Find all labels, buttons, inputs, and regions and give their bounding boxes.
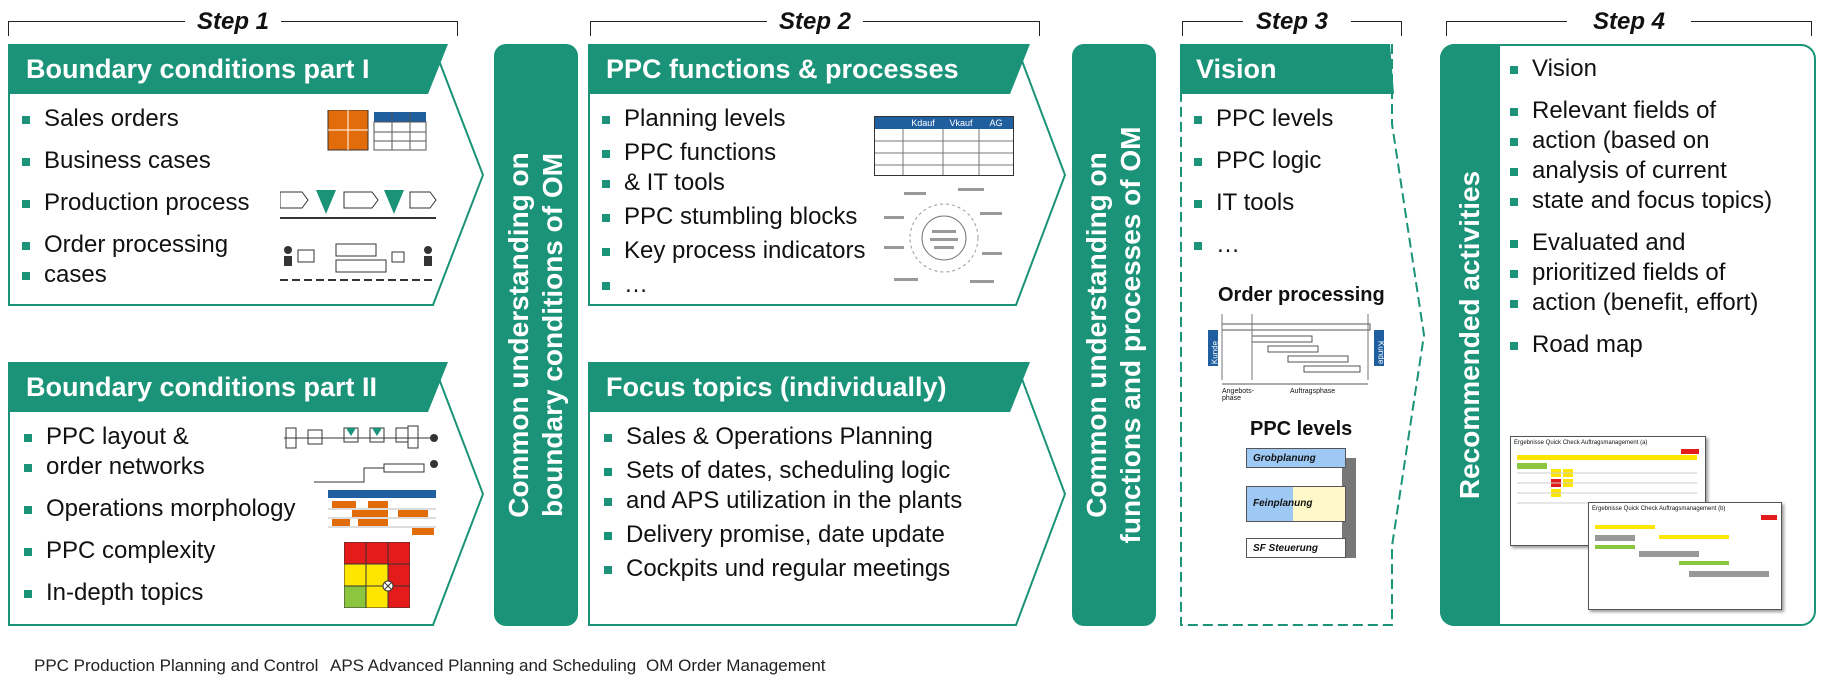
list-item: Evaluated and bbox=[1510, 228, 1772, 258]
list-item: Sets of dates, scheduling logic bbox=[604, 456, 962, 486]
bullet-list: Vision Relevant fields of action (based … bbox=[1510, 54, 1772, 360]
level-sf-steuerung: SF Steuerung bbox=[1246, 538, 1346, 558]
recommended-activities-box: Recommended activities Vision Relevant f… bbox=[1440, 44, 1816, 626]
ppc-levels-diagram: Grobplanung Feinplanung SF Steuerung bbox=[1236, 448, 1366, 568]
box-title: Vision bbox=[1196, 54, 1277, 84]
order-network-icon bbox=[284, 425, 438, 483]
bar-text: Common understanding on functions and pr… bbox=[1081, 126, 1146, 544]
planning-levels-table: Kdauf Vkauf AG bbox=[874, 116, 1014, 176]
level-grobplanung: Grobplanung bbox=[1246, 448, 1346, 468]
focus-topics-box: Focus topics (individually) Sales & Oper… bbox=[588, 362, 1066, 626]
list-item: Operations morphology bbox=[24, 494, 295, 524]
list-item: cases bbox=[22, 260, 249, 290]
ppc-levels-label: PPC levels bbox=[1250, 418, 1353, 440]
list-item: PPC functions bbox=[602, 138, 865, 168]
list-item: PPC stumbling blocks bbox=[602, 202, 865, 232]
list-item: PPC levels bbox=[1194, 104, 1333, 134]
list-item: Sales & Operations Planning bbox=[604, 422, 962, 452]
list-item: Planning levels bbox=[602, 104, 865, 134]
list-item: analysis of current bbox=[1510, 156, 1772, 186]
order-processing-icon bbox=[280, 243, 436, 281]
box-title: PPC functions & processes bbox=[606, 54, 959, 84]
ppc-complexity-matrix-icon bbox=[344, 542, 410, 608]
list-item: … bbox=[1194, 230, 1333, 260]
footnote-aps: APS Advanced Planning and Scheduling bbox=[330, 656, 637, 675]
step-4-label: Step 4 bbox=[1446, 8, 1812, 38]
list-item: Key process indicators bbox=[602, 236, 865, 266]
operations-morphology-icon bbox=[328, 490, 436, 535]
bar-text: Recommended activities bbox=[1454, 170, 1485, 500]
list-item: IT tools bbox=[1194, 188, 1333, 218]
list-item: order networks bbox=[24, 452, 295, 482]
order-processing-gantt-diagram bbox=[1208, 314, 1384, 385]
table-header: Kdauf bbox=[911, 118, 935, 128]
bullet-list: PPC levels PPC logic IT tools … bbox=[1194, 104, 1333, 260]
box-title: Boundary conditions part I bbox=[26, 54, 370, 84]
common-understanding-functions-bar: Common understanding on functions and pr… bbox=[1072, 44, 1156, 626]
list-item: Business cases bbox=[22, 146, 249, 176]
level-feinplanung: Feinplanung bbox=[1247, 487, 1312, 521]
list-item: In-depth topics bbox=[24, 578, 295, 608]
list-item: PPC complexity bbox=[24, 536, 295, 566]
table-header: Vkauf bbox=[949, 118, 973, 128]
sales-orders-matrix-icon bbox=[327, 110, 427, 151]
bullet-list: PPC layout & order networks Operations m… bbox=[24, 422, 295, 608]
box-title: Boundary conditions part II bbox=[26, 372, 378, 402]
list-item: action (benefit, effort) bbox=[1510, 288, 1772, 318]
phase-label: Angebots-phase bbox=[1222, 388, 1254, 402]
boundary-conditions-part-2-box: Boundary conditions part II PPC layout &… bbox=[8, 362, 484, 626]
bullet-list: Planning levels PPC functions & IT tools… bbox=[602, 104, 865, 300]
list-item: Delivery promise, date update bbox=[604, 520, 962, 550]
footnote-om: OM Order Management bbox=[646, 656, 826, 675]
phase-label: Auftragsphase bbox=[1290, 388, 1336, 395]
list-item: PPC logic bbox=[1194, 146, 1333, 176]
stumbling-blocks-circle-diagram bbox=[884, 188, 1002, 283]
list-item: Sales orders bbox=[22, 104, 249, 134]
list-item: Road map bbox=[1510, 330, 1772, 360]
bullet-list: Sales orders Business cases Production p… bbox=[22, 104, 249, 290]
bar-text: Common understanding on boundary conditi… bbox=[503, 152, 568, 518]
boundary-conditions-part-1-box: Boundary conditions part I Sales orders … bbox=[8, 44, 484, 306]
footnote-ppc: PPC Production Planning and Control bbox=[34, 656, 319, 675]
list-item: Cockpits und regular meetings bbox=[604, 554, 962, 584]
step-2-label: Step 2 bbox=[590, 8, 1040, 38]
bullet-list: Sales & Operations Planning Sets of date… bbox=[604, 422, 962, 584]
ppc-functions-processes-box: PPC functions & processes Planning level… bbox=[588, 44, 1066, 306]
vision-box: Vision PPC levels PPC logic IT tools … O… bbox=[1180, 44, 1426, 626]
list-item: Production process bbox=[22, 188, 249, 218]
step-1-label: Step 1 bbox=[8, 8, 458, 38]
order-processing-label: Order processing bbox=[1218, 284, 1385, 306]
table-header: AG bbox=[989, 118, 1003, 128]
step-3-label: Step 3 bbox=[1182, 8, 1402, 38]
common-understanding-boundary-bar: Common understanding on boundary conditi… bbox=[494, 44, 578, 626]
list-item: Order processing bbox=[22, 230, 249, 260]
list-item: and APS utilization in the plants bbox=[604, 486, 962, 516]
list-item: Vision bbox=[1510, 54, 1772, 84]
list-item: prioritized fields of bbox=[1510, 258, 1772, 288]
report-thumbnail-b: Ergebnisse Quick Check Auftragsmanagemen… bbox=[1588, 502, 1782, 610]
list-item: & IT tools bbox=[602, 168, 865, 198]
list-item: state and focus topics) bbox=[1510, 186, 1772, 216]
list-item: PPC layout & bbox=[24, 422, 295, 452]
kunde-label-left: Kunde bbox=[1210, 340, 1220, 365]
production-process-icon bbox=[280, 190, 437, 219]
list-item: … bbox=[602, 270, 865, 300]
list-item: action (based on bbox=[1510, 126, 1772, 156]
box-title: Focus topics (individually) bbox=[606, 372, 947, 402]
list-item: Relevant fields of bbox=[1510, 96, 1772, 126]
kunde-label-right: Kunde bbox=[1376, 340, 1386, 365]
